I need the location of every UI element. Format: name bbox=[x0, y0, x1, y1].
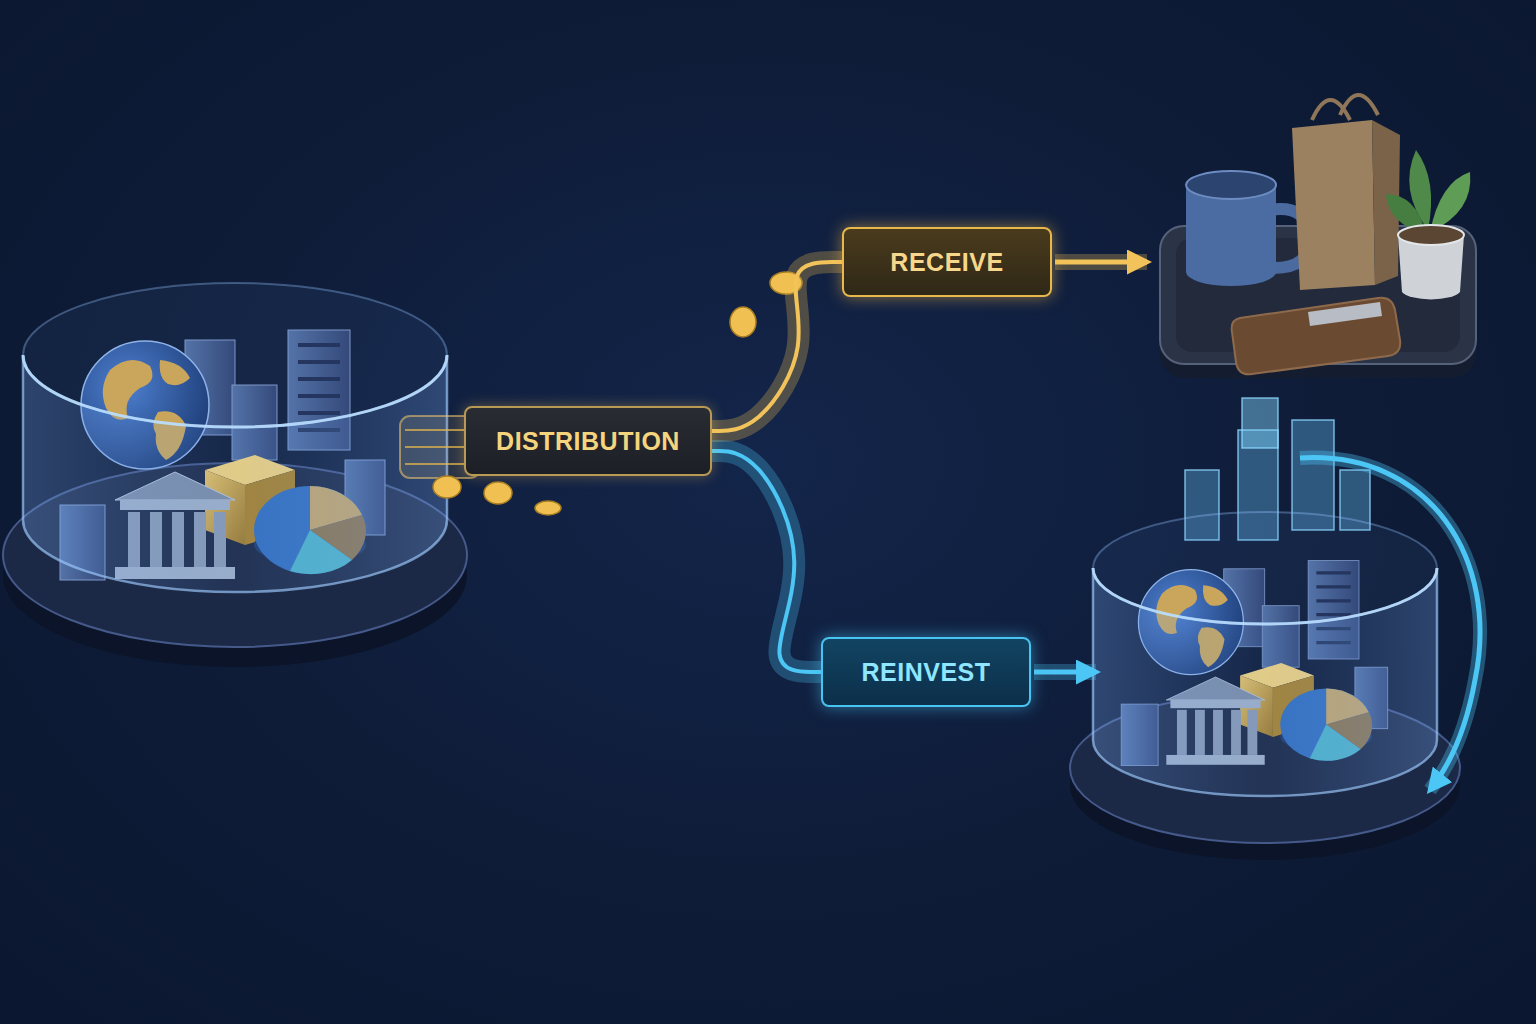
flow-tube bbox=[712, 262, 842, 431]
source-portfolio bbox=[23, 355, 447, 592]
wallet bbox=[1308, 302, 1382, 326]
shopping-bag bbox=[1292, 95, 1400, 290]
outflow-tube bbox=[405, 430, 470, 464]
coffee-mug bbox=[1186, 171, 1276, 199]
flow-line bbox=[712, 262, 842, 431]
reinvested-portfolio bbox=[1070, 398, 1480, 860]
distribution-box: DISTRIBUTION bbox=[464, 406, 712, 476]
spending-tray bbox=[1160, 95, 1476, 378]
outflow-arrow bbox=[1034, 664, 1096, 680]
node-label: REINVEST bbox=[861, 657, 990, 687]
source-portfolio bbox=[3, 283, 467, 667]
outflow-arrow bbox=[1034, 670, 1096, 675]
node-label: RECEIVE bbox=[890, 247, 1003, 277]
outflow-arrow bbox=[1055, 254, 1147, 270]
coins bbox=[730, 307, 756, 337]
compound-loop-arrow bbox=[1300, 458, 1480, 790]
coffee-mug bbox=[1186, 185, 1276, 286]
node-label: DISTRIBUTION bbox=[496, 426, 680, 456]
shopping-bag bbox=[1340, 95, 1378, 115]
coins bbox=[484, 482, 512, 504]
flow-tube bbox=[712, 451, 821, 672]
coins bbox=[433, 272, 802, 515]
compound-loop-arrow bbox=[1300, 458, 1480, 790]
flow-line bbox=[712, 451, 821, 672]
shopping-bag bbox=[1292, 120, 1375, 290]
wallet bbox=[1232, 298, 1401, 375]
reinvested-portfolio bbox=[1093, 568, 1437, 624]
wallet bbox=[1232, 298, 1401, 375]
receive-box: RECEIVE bbox=[842, 227, 1052, 297]
coffee-mug bbox=[1186, 171, 1310, 286]
flow-connector bbox=[712, 451, 821, 672]
coins bbox=[535, 501, 561, 515]
reinvest-box: REINVEST bbox=[821, 637, 1031, 707]
potted-plant bbox=[1386, 150, 1470, 299]
potted-plant bbox=[1398, 225, 1464, 245]
source-portfolio bbox=[23, 355, 447, 427]
reinvested-portfolio bbox=[1093, 568, 1437, 796]
potted-plant bbox=[1430, 172, 1470, 232]
growth-bars bbox=[1242, 398, 1278, 448]
outflow-arrow bbox=[1055, 260, 1147, 265]
flow-connector bbox=[712, 262, 842, 431]
coins bbox=[433, 476, 461, 498]
